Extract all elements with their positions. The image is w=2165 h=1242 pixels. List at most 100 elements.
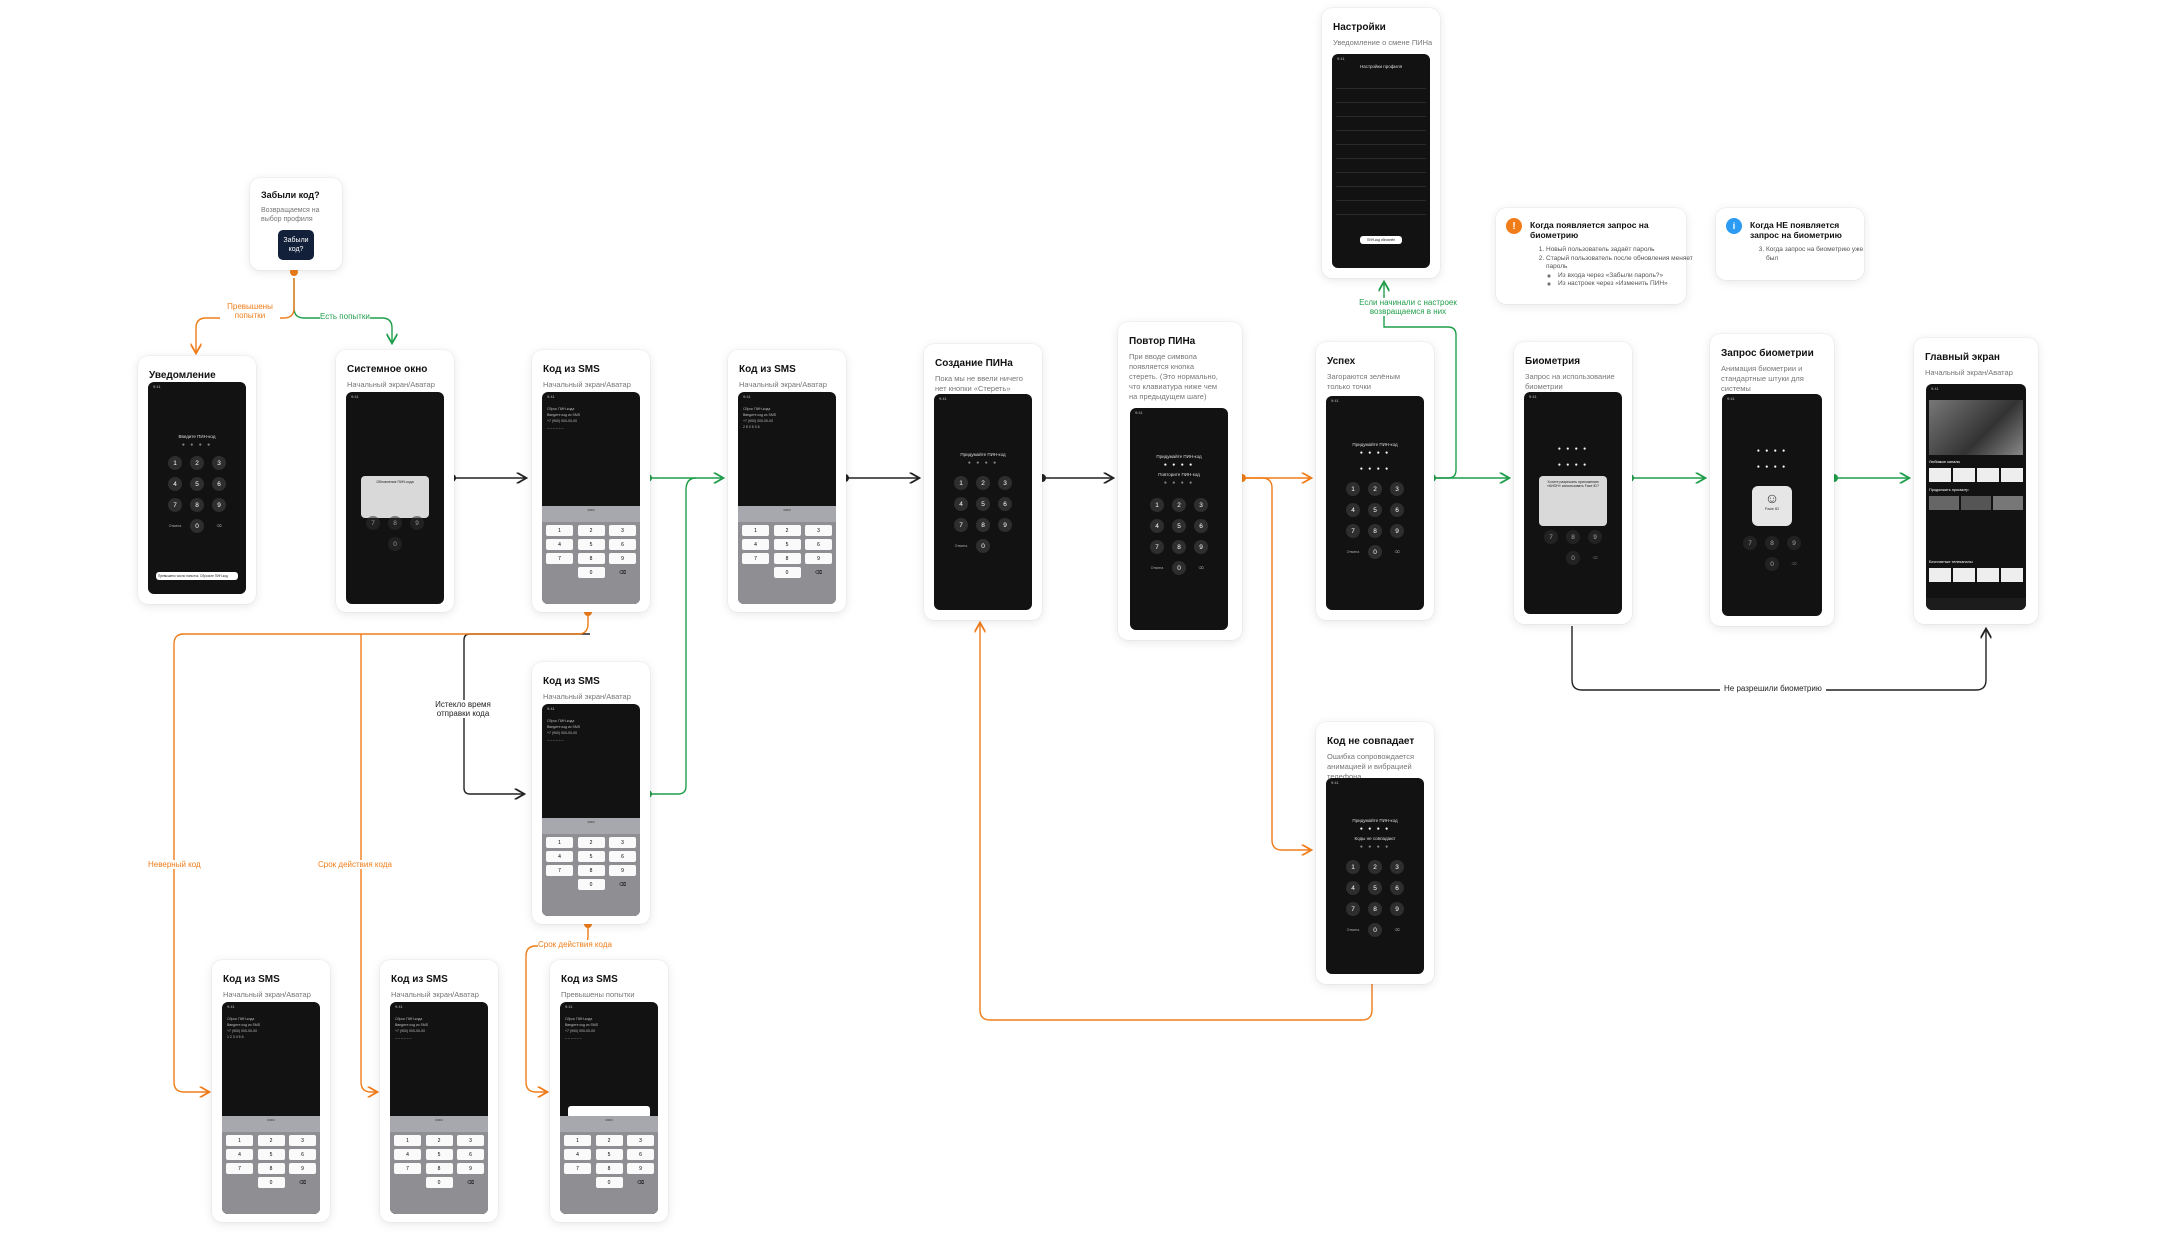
key-5[interactable]: 5 [976,497,990,511]
key-8[interactable]: 8 [1368,902,1382,916]
pin-dots: ● ● ● ● [1163,480,1195,486]
screen-biometrics: Биометрия Запрос на использование биомет… [1514,342,1632,624]
key-0[interactable]: 0 [1368,545,1382,559]
note-items: Когда запрос на биометрию уже был [1750,246,1871,263]
key-3[interactable]: 3 [1390,860,1404,874]
key-2[interactable]: 2 [1368,482,1382,496]
biometrics-permission-modal[interactable]: Хотите разрешить приложению «КИОН» испол… [1538,476,1608,526]
key-9[interactable]: 9 [1390,524,1404,538]
backspace-icon[interactable]: ⌫ [1198,566,1204,570]
forgot-code-button[interactable]: Забыли код? [278,230,314,260]
key-2[interactable]: 2 [190,456,204,470]
pin-prompt: Придумайте ПИН-код [1352,818,1398,823]
free-channel-row[interactable] [1929,568,2023,582]
key-7[interactable]: 7 [1346,524,1360,538]
key-1[interactable]: 1 [1346,482,1360,496]
bottom-tab-bar[interactable] [1926,598,2026,610]
system-modal[interactable]: Обновление ПИН-кода [360,476,430,518]
key-6[interactable]: 6 [1390,503,1404,517]
pin-dots-entered: ● ● ● ● [1163,462,1195,468]
key-8[interactable]: 8 [976,518,990,532]
backspace-icon[interactable]: ⌫ [1394,928,1400,932]
key-6[interactable]: 6 [212,477,226,491]
key-5[interactable]: 5 [1368,881,1382,895]
key-3[interactable]: 3 [998,476,1012,490]
key-5[interactable]: 5 [1172,519,1186,533]
key-0[interactable]: 0 [190,519,204,533]
key-4[interactable]: 4 [168,477,182,491]
key-3[interactable]: 3 [1390,482,1404,496]
key-0[interactable]: 0 [976,539,990,553]
key-cancel[interactable]: Отмена [1150,566,1164,570]
key-7[interactable]: 7 [954,518,968,532]
hero-banner[interactable] [1929,400,2023,455]
key-7[interactable]: 7 [1346,902,1360,916]
key-8[interactable]: 8 [1368,524,1382,538]
key-4[interactable]: 4 [1346,881,1360,895]
key-4[interactable]: 4 [1346,503,1360,517]
screen-title: Запрос биометрии [1721,348,1814,359]
key-5[interactable]: 5 [1368,503,1382,517]
backspace-icon[interactable]: ⌫ [216,524,222,528]
key-1[interactable]: 1 [954,476,968,490]
note-when-appears: ! Когда появляется запрос на биометрию Н… [1496,208,1693,304]
label-if-from-settings: Если начинали с настроек возвращаемся в … [1358,298,1458,316]
key-3[interactable]: 3 [1194,498,1208,512]
key-4[interactable]: 4 [954,497,968,511]
key-1[interactable]: 1 [168,456,182,470]
key-9[interactable]: 9 [1194,540,1208,554]
key-6[interactable]: 6 [1390,881,1404,895]
continue-row[interactable] [1929,496,2023,510]
key-8[interactable]: 8 [1172,540,1186,554]
backspace-icon[interactable]: ⌫ [1394,550,1400,554]
screen-sms-1: Код из SMS Начальный экран/Аватар 9:41 С… [532,350,650,612]
screen-title: Главный экран [1925,352,2000,363]
key-9[interactable]: 9 [1390,902,1404,916]
key-cancel[interactable]: Отмена [1346,550,1360,554]
key-cancel[interactable]: Отмена [1346,928,1360,932]
key-7[interactable]: 7 [1150,540,1164,554]
key-cancel[interactable]: Отмена [954,544,968,548]
key-cancel[interactable]: Отмена [168,524,182,528]
key-6[interactable]: 6 [998,497,1012,511]
key-4[interactable]: 4 [1150,519,1164,533]
key-5[interactable]: 5 [190,477,204,491]
key-9[interactable]: 9 [998,518,1012,532]
row-free-channels: Бесплатные телеканалы [1929,560,1973,564]
edge-repeat-to-mismatch [1242,477,1310,850]
pin-dots-entered: ● ● ● ● [1557,446,1589,452]
key-9[interactable]: 9 [212,498,226,512]
key-3[interactable]: 3 [212,456,226,470]
forgot-code-card: Забыли код? Возвращаемся на выбор профил… [250,178,342,270]
key-2[interactable]: 2 [1368,860,1382,874]
key-8[interactable]: 8 [190,498,204,512]
key-7[interactable]: 7 [168,498,182,512]
key-2[interactable]: 2 [976,476,990,490]
screen-subtitle: При вводе символа появляется кнопка стер… [1129,352,1218,401]
key-2[interactable]: 2 [1172,498,1186,512]
key-6[interactable]: 6 [1194,519,1208,533]
key-1[interactable]: 1 [1150,498,1164,512]
channel-row[interactable] [1929,468,2023,482]
key-0[interactable]: 0 [1368,923,1382,937]
key-0[interactable]: 0 [1172,561,1186,575]
key-1[interactable]: 1 [1346,860,1360,874]
